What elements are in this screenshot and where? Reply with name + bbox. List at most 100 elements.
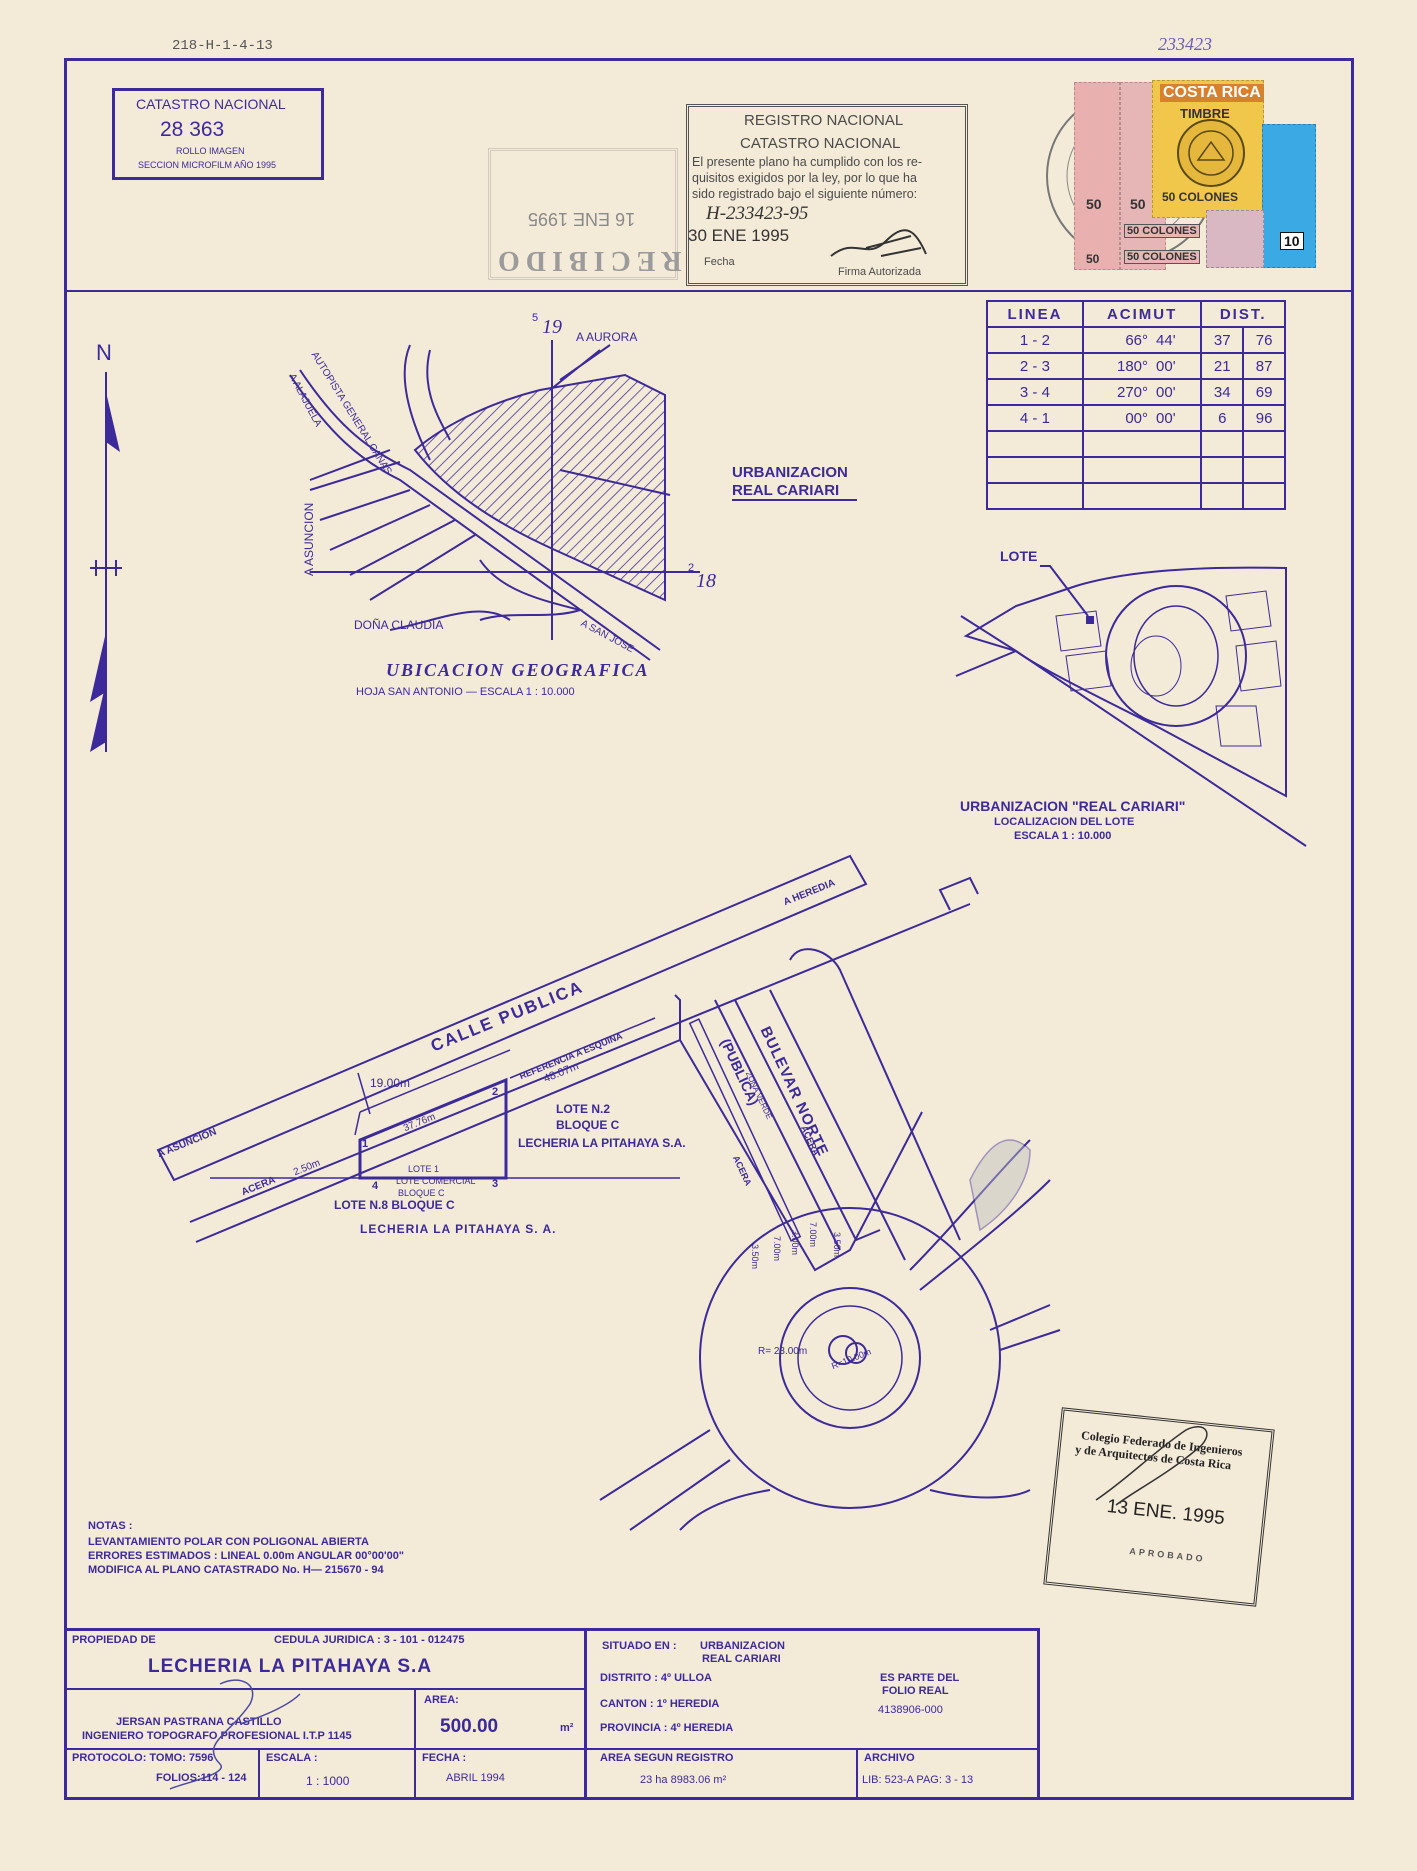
catastro-title: CATASTRO NACIONAL <box>136 96 286 112</box>
lote8-line2: LECHERIA LA PITAHAYA S. A. <box>360 1222 557 1236</box>
table-row-empty <box>986 430 1286 458</box>
dim-350-left: 3.50m <box>750 1244 760 1270</box>
tb-situado2: REAL CARIARI <box>702 1653 781 1665</box>
tb-propiedad-label: PROPIEDAD DE <box>72 1634 156 1646</box>
tb-folios: FOLIOS:114 - 124 <box>156 1772 247 1784</box>
timbre-50-colones-2: 50 COLONES <box>1124 224 1200 238</box>
lot-localization-drawing <box>955 566 1307 847</box>
lot-map-caption3: ESCALA 1 : 10.000 <box>1014 830 1112 842</box>
catastro-line1: ROLLO IMAGEN <box>176 146 245 156</box>
lot-map-caption1: URBANIZACION "REAL CARIARI" <box>960 798 1186 814</box>
table-row-empty <box>986 456 1286 484</box>
tb-canton: CANTON : 1º HEREDIA <box>600 1698 720 1710</box>
registro-body2: quisitos exigidos por la ley, por lo que… <box>692 171 917 185</box>
tb-hline-1 <box>64 1688 584 1690</box>
coat-of-arms-icon <box>1177 119 1245 187</box>
location-map-drawing <box>289 340 700 661</box>
location-map-title: UBICACION GEOGRAFICA <box>386 660 650 680</box>
tb-vline-3 <box>258 1748 260 1800</box>
tb-area-value: 500.00 <box>440 1716 499 1737</box>
label-dona-claudia: DOÑA CLAUDIA <box>354 618 444 632</box>
recibido-word: RECIBIDO <box>492 245 682 276</box>
cell-deg: 270° <box>1081 378 1153 406</box>
cell-d2: 69 <box>1242 378 1286 406</box>
registro-date: 30 ENE 1995 <box>688 226 790 245</box>
tb-vline-1 <box>584 1628 587 1800</box>
registro-number: H-233423-95 <box>706 203 809 224</box>
timbre-value-50-b: 50 <box>1086 252 1100 266</box>
tb-hline-2 <box>64 1748 1040 1750</box>
cell-d1: 37 <box>1200 326 1245 354</box>
plan-number-handwritten: 233423 <box>1158 34 1212 54</box>
cell-min: 00' <box>1152 404 1203 432</box>
point-3: 3 <box>492 1178 499 1190</box>
recibido-stamp <box>488 148 678 280</box>
point-4: 4 <box>372 1180 379 1192</box>
tb-situado1: URBANIZACION <box>700 1640 785 1652</box>
notes-line3: MODIFICA AL PLANO CATASTRADO No. H— 2156… <box>88 1564 384 1576</box>
registro-body1: El presente plano ha cumplido con los re… <box>692 155 922 169</box>
table-row: 2 - 3 180° 00' 21 87 <box>986 352 1286 380</box>
cell-d2: 96 <box>1242 404 1286 432</box>
cell-linea: 3 - 4 <box>986 378 1084 406</box>
tb-engineer-title: INGENIERO TOPOGRAFO PROFESIONAL I.T.P 11… <box>82 1730 352 1742</box>
timbre-value-50-c: 50 <box>1130 196 1146 212</box>
tb-vline-2 <box>414 1688 416 1800</box>
table-row-empty <box>986 482 1286 510</box>
cell-d1: 21 <box>1200 352 1245 380</box>
dim-700-right: 7.00m <box>808 1222 818 1248</box>
timbre-word: TIMBRE <box>1180 106 1230 121</box>
tb-owner: LECHERIA LA PITAHAYA S.A <box>148 1656 433 1677</box>
dim-300: 3.00m <box>790 1230 800 1256</box>
lot-map-caption2: LOCALIZACION DEL LOTE <box>994 816 1135 828</box>
lote2-line1: LOTE N.2 <box>556 1102 611 1116</box>
lote2-line2: BLOQUE C <box>556 1118 620 1132</box>
cell-d2: 87 <box>1242 352 1286 380</box>
label-a-asuncion: A ASUNCION <box>302 502 316 576</box>
cell-linea: 1 - 2 <box>986 326 1084 354</box>
tb-protocolo: PROTOCOLO: TOMO: 7596 <box>72 1752 214 1764</box>
tb-area-registro-label: AREA SEGUN REGISTRO <box>600 1752 734 1764</box>
tb-fecha-label: FECHA : <box>422 1752 467 1764</box>
table-row: 4 - 1 00° 00' 6 96 <box>986 404 1286 432</box>
cell-linea: 4 - 1 <box>986 404 1084 432</box>
col-acimut: ACIMUT <box>1081 300 1203 328</box>
table-row: 1 - 2 66° 44' 37 76 <box>986 326 1286 354</box>
catastro-number: 28 363 <box>160 118 225 141</box>
lote1-line1: LOTE 1 <box>408 1164 440 1174</box>
table-row: 3 - 4 270° 00' 34 69 <box>986 378 1286 406</box>
stamp-lilac <box>1206 210 1264 268</box>
tb-escala-value: 1 : 1000 <box>306 1774 350 1788</box>
notes-line2: ERRORES ESTIMADOS : LINEAL 0.00m ANGULAR… <box>88 1550 405 1562</box>
tb-folio-real: 4138906-000 <box>878 1704 943 1716</box>
sheet-code: 218-H-1-4-13 <box>172 38 273 54</box>
cell-deg: 180° <box>1081 352 1153 380</box>
cell-min: 00' <box>1152 352 1203 380</box>
point-1: 1 <box>362 1138 369 1150</box>
lot-pointer-line <box>1040 565 1089 617</box>
tb-archivo-label: ARCHIVO <box>864 1752 915 1764</box>
cell-linea: 2 - 3 <box>986 352 1084 380</box>
notes-line1: LEVANTAMIENTO POLAR CON POLIGONAL ABIERT… <box>88 1536 369 1548</box>
tb-cedula: CEDULA JURIDICA : 3 - 101 - 012475 <box>274 1634 465 1646</box>
stamp-pink-1 <box>1074 82 1120 270</box>
timbre-50-colones-1: 50 COLONES <box>1162 190 1239 204</box>
grid-19: 19 <box>542 316 562 338</box>
timbre-value-10: 10 <box>1280 232 1304 250</box>
timbre-brand: COSTA RICA <box>1160 84 1264 102</box>
azimuth-table: LINEA ACIMUT DIST. 1 - 2 66° 44' 37 76 2… <box>986 300 1286 510</box>
tb-distrito: DISTRITO : 4º ULLOA <box>600 1672 712 1684</box>
tb-es-parte1: ES PARTE DEL <box>880 1672 960 1684</box>
cell-deg: 00° <box>1081 404 1153 432</box>
title-block <box>64 1628 1040 1800</box>
catastro-nacional-box <box>112 88 324 180</box>
tb-archivo-value: LIB: 523-A PAG: 3 - 13 <box>862 1774 974 1786</box>
header-divider <box>64 290 1354 292</box>
cell-d1: 34 <box>1200 378 1245 406</box>
catastro-line2: SECCION MICROFILM AÑO 1995 <box>138 160 277 170</box>
tb-area-label: AREA: <box>424 1694 459 1706</box>
lot-label: LOTE <box>1000 548 1038 564</box>
grid-2: 2 <box>688 562 695 574</box>
engineer-signature <box>169 1679 301 1790</box>
cell-min: 44' <box>1152 326 1203 354</box>
